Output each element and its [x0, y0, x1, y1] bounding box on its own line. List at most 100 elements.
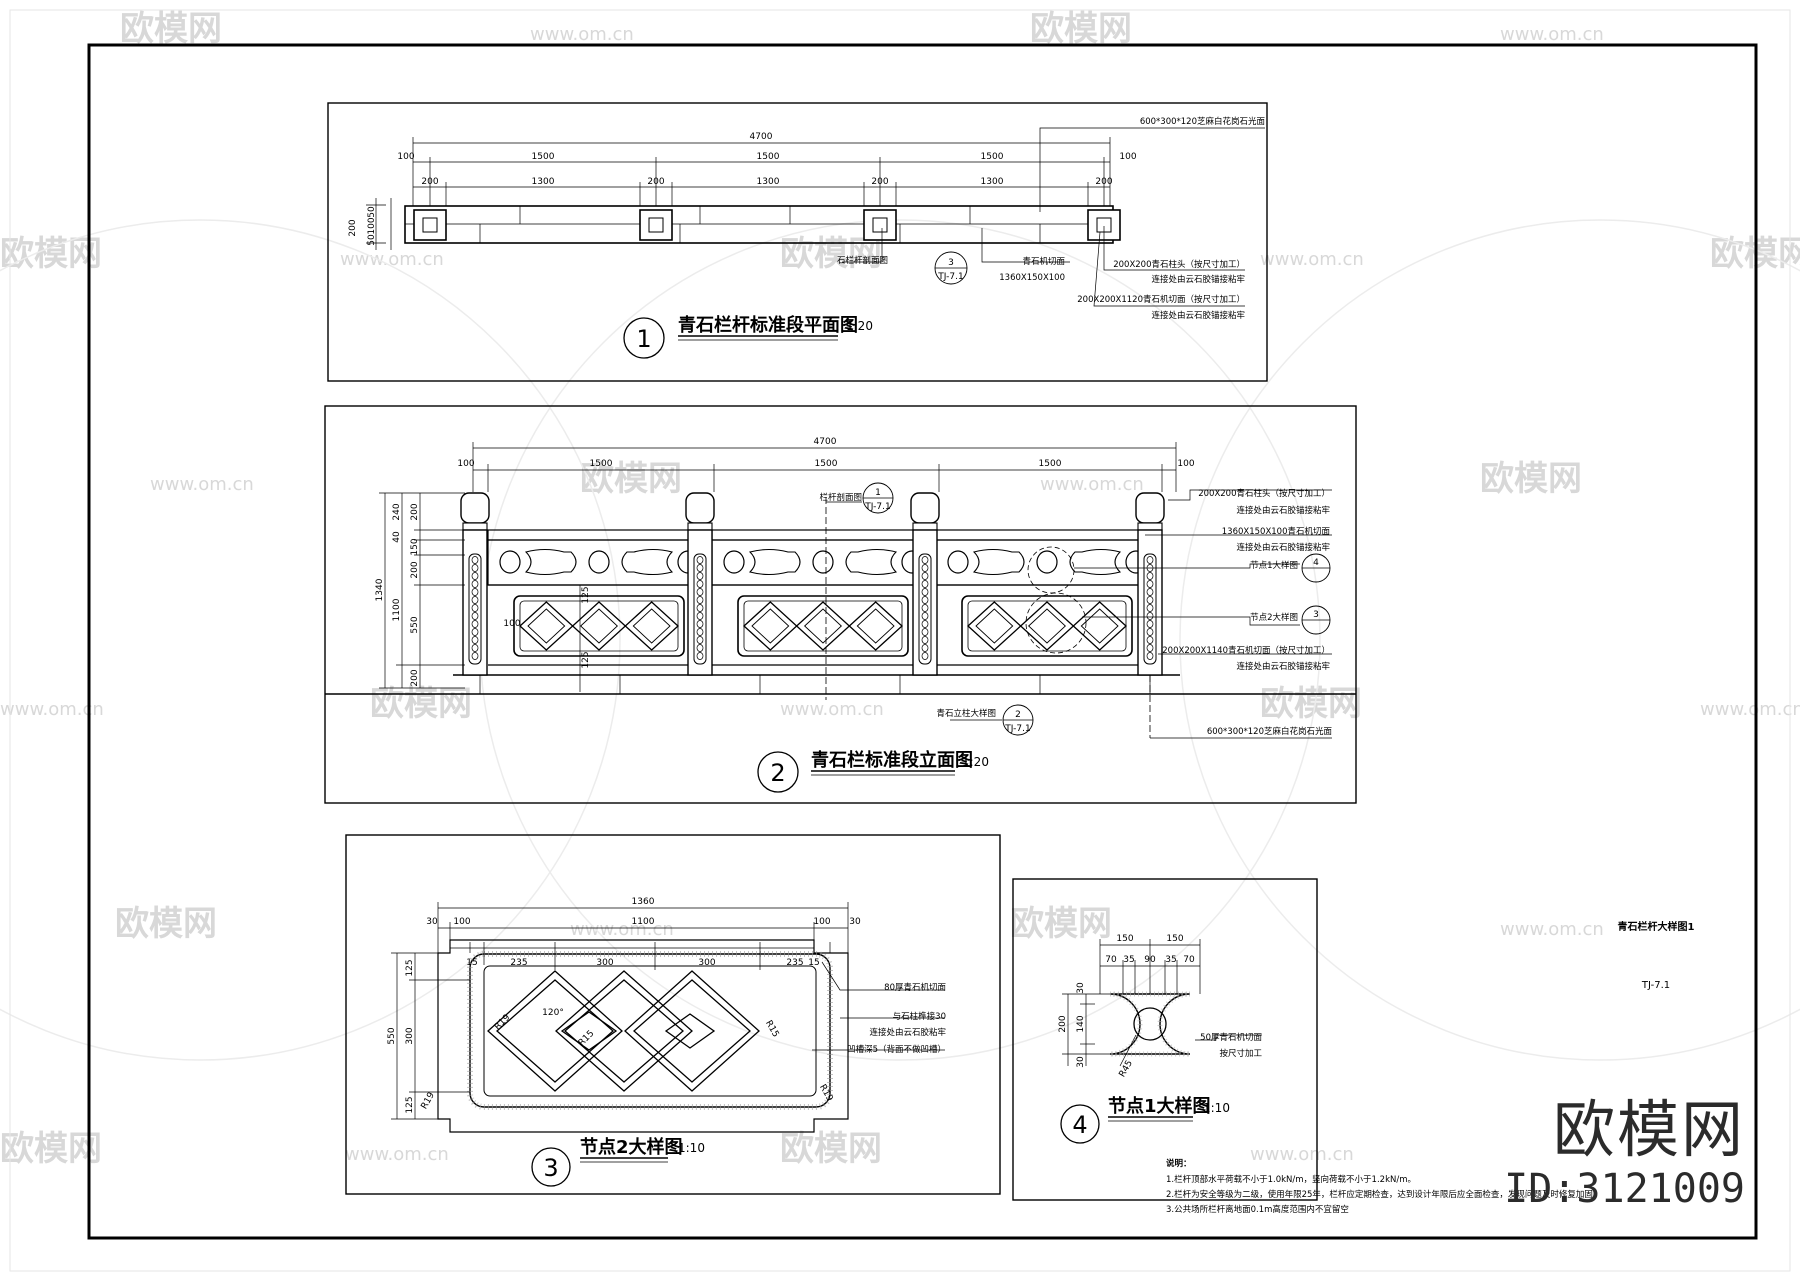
notes-item: 3.公共场所栏杆离地面0.1m高度范围内不宜留空 — [1166, 1204, 1349, 1215]
plan-post — [639, 209, 673, 241]
plan-dim-left-total: 200 — [348, 219, 358, 236]
elevation-section-label: 栏杆剖面图 — [819, 492, 862, 503]
detail1-dim-left-total: 200 — [1058, 1015, 1068, 1032]
elevation-dim-span: 1500 — [590, 459, 613, 469]
detail2-note-panel: 80厚青石机切面 — [884, 982, 946, 993]
detail2-dim-angle: 120° — [542, 1008, 564, 1018]
plan-post — [413, 209, 447, 241]
elevation-dim-left-total: 1340 — [375, 578, 385, 601]
watermark-layer: 欧模网 www.om.cn 欧模网 www.om.cn 欧模网 www.om.cn 欧模网 w… — [0, 9, 1800, 1169]
detail2-dimension-lines — [391, 902, 849, 1120]
elevation-view: 4700 1500 1500 1500 100 100 1340 1100 24… — [324, 405, 1357, 804]
plan-dim-inner: 1300 — [532, 177, 555, 187]
brand-stamp: 欧模网 ID:3121009 — [1485, 1095, 1745, 1213]
watermark-url: www.om.cn — [1700, 699, 1800, 720]
plan-dim-total: 4700 — [750, 132, 773, 142]
elevation-note-node2: 节点2大样图 — [1250, 612, 1298, 623]
detail2-dim-left: 300 — [405, 1027, 415, 1044]
watermark: 欧模网 — [0, 1129, 102, 1169]
elevation-dim-left-part: 150 — [410, 538, 420, 555]
elevation-view-number: 2 — [770, 759, 785, 787]
plan-dim-post: 200 — [871, 177, 888, 187]
watermark-url: www.om.cn — [780, 699, 884, 720]
detail1-profile — [1109, 993, 1191, 1055]
node2-symbol-number: 3 — [1313, 610, 1319, 620]
plan-note-section-ref: 石栏杆剖面图 — [837, 255, 888, 266]
elevation-note-cap: 200X200青石柱头（按尺寸加工） — [1198, 488, 1330, 499]
detail2-dim-edge: 100 — [813, 917, 830, 927]
plan-rail — [404, 205, 1114, 244]
brand-name: 欧模网 — [1552, 1093, 1745, 1166]
elevation-base-label: 青石立柱大样图 — [936, 708, 996, 719]
watermark-logo: 欧模网 — [1260, 684, 1362, 724]
detail2-dim-inner: 300 — [596, 958, 613, 968]
detail1-dim-left: 30 — [1076, 982, 1086, 994]
watermark: www.om.cn — [1500, 24, 1604, 45]
detail1-dim-left: 30 — [1076, 1056, 1086, 1068]
plan-dim-end: 100 — [397, 152, 414, 162]
detail2-dim-left: 125 — [405, 1096, 415, 1113]
elevation-section-sheet: TJ-7.1 — [864, 502, 890, 512]
watermark: 欧模网 — [1260, 684, 1362, 724]
elevation-view-scale: 1:20 — [962, 755, 989, 769]
watermark: 欧模网 — [780, 1129, 882, 1169]
sheet-outer-trim — [9, 9, 1791, 1272]
watermark-url: www.om.cn — [0, 699, 104, 720]
detail2-dim-inner: 235 — [510, 958, 527, 968]
watermark-logo: 欧模网 — [0, 1129, 102, 1169]
plan-dim-left: 50 — [367, 234, 377, 246]
notes-item: 2.栏杆为安全等级为二级，使用年限25年，栏杆应定期检查，达到设计年限后应全面检… — [1166, 1189, 1601, 1200]
detail1-dim-top: 150 — [1116, 934, 1133, 944]
detail2-dim-edge: 100 — [453, 917, 470, 927]
plan-dim-end: 100 — [1119, 152, 1136, 162]
detail1-view-number-circle — [1060, 1104, 1100, 1144]
watermark-arc — [0, 219, 621, 1061]
plan-view: 4700 1500 1500 1500 1300 1300 1300 200 2… — [327, 102, 1268, 382]
detail2-dim-inner: 300 — [698, 958, 715, 968]
detail2-note-groove: 凹槽深5（背面不做凹槽） — [847, 1044, 946, 1055]
detail2-dim-radius: R15 — [577, 1029, 597, 1049]
watermark: 欧模网 — [580, 459, 682, 499]
elevation-post — [685, 492, 715, 676]
elevation-dim-left-main: 1100 — [392, 598, 402, 621]
node1-symbol-number: 4 — [1313, 558, 1319, 568]
elevation-section-number: 1 — [875, 488, 881, 498]
watermark: www.om.cn — [150, 474, 254, 495]
watermark-url: www.om.cn — [345, 1144, 449, 1165]
elevation-view-title: 青石栏标准段立面图 — [811, 749, 973, 771]
elevation-bay — [487, 529, 711, 676]
watermark: 欧模网 — [1030, 9, 1132, 49]
plan-dim-span: 1500 — [532, 152, 555, 162]
plan-view-scale: 1:20 — [846, 319, 873, 333]
plan-note-post-body-join: 连接处由云石胶锚接粘牢 — [1151, 310, 1245, 321]
watermark-url: www.om.cn — [1250, 1144, 1354, 1165]
elevation-dim-left-part: 200 — [410, 561, 420, 578]
detail2-dim-left-total: 550 — [387, 1027, 397, 1044]
node2-callout — [1025, 592, 1087, 654]
watermark-arc — [1179, 219, 1800, 1061]
watermark-url: www.om.cn — [570, 919, 674, 940]
plan-view-frame — [327, 102, 1268, 382]
sheet-title: 青石栏杆大样图1 — [1618, 920, 1695, 933]
detail1-note-cut: 按尺寸加工 — [1219, 1048, 1262, 1059]
node1-callout — [1027, 546, 1075, 594]
elevation-dim-left-part: 240 — [392, 503, 402, 520]
detail1-dimension-lines — [1062, 939, 1201, 1066]
plan-dim-post: 200 — [1095, 177, 1112, 187]
plan-dim-post: 200 — [647, 177, 664, 187]
elevation-note-post-join: 连接处由云石胶锚接粘牢 — [1236, 661, 1330, 672]
elevation-dim-total: 4700 — [814, 437, 837, 447]
elevation-base-number: 2 — [1015, 710, 1021, 720]
watermark: 欧模网 — [1480, 459, 1582, 499]
plan-note-post-body: 200X200X1120青石机切面（按尺寸加工） — [1077, 294, 1245, 305]
elevation-post — [460, 492, 490, 676]
plan-dim-left: 100 — [367, 217, 377, 234]
watermark: 欧模网 — [0, 234, 102, 274]
watermark: www.om.cn — [570, 919, 674, 940]
elevation-note-post: 200X200X1140青石机切面（按尺寸加工） — [1162, 645, 1330, 656]
detail1-view-frame — [1012, 878, 1318, 1201]
detail1-view-number: 4 — [1072, 1111, 1087, 1139]
watermark: 欧模网 — [370, 684, 472, 724]
plan-view-title: 青石栏杆标准段平面图 — [678, 314, 858, 336]
